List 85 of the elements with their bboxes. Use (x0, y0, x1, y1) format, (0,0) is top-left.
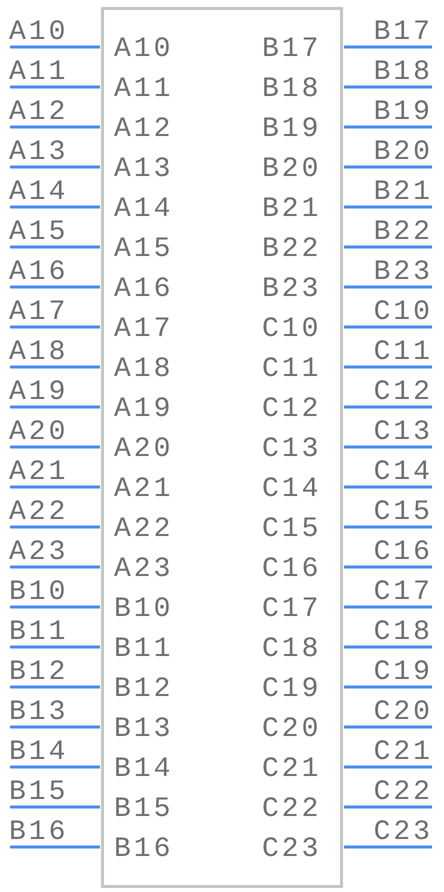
pin-name: C13 (262, 436, 322, 464)
pin-name: B11 (114, 636, 174, 664)
pin-name: C10 (262, 316, 322, 344)
pin-name: B23 (262, 276, 322, 304)
pin-number: B21 (374, 179, 433, 207)
pin-number: C20 (374, 699, 433, 727)
pin-number: B14 (9, 739, 68, 767)
pin-name: A11 (114, 76, 174, 104)
component-body (101, 7, 343, 888)
pin-number: B18 (374, 59, 433, 87)
pin-name: B18 (262, 76, 322, 104)
pin-name: A15 (114, 236, 174, 264)
pin-name: C15 (262, 516, 322, 544)
pin-name: A18 (114, 356, 174, 384)
pin-name: C20 (262, 716, 322, 744)
pin-number: C17 (374, 579, 433, 607)
pin-number: C13 (374, 419, 433, 447)
pin-number: A16 (9, 259, 68, 287)
pin-number: B16 (9, 819, 68, 847)
pin-name: A16 (114, 276, 174, 304)
pin-name: C21 (262, 756, 322, 784)
pin-number: C16 (374, 539, 433, 567)
pin-number: A13 (9, 139, 68, 167)
pin-name: B17 (262, 36, 322, 64)
pin-number: C11 (374, 339, 433, 367)
pin-number: A21 (9, 459, 68, 487)
pin-number: C15 (374, 499, 433, 527)
pin-number: B23 (374, 259, 433, 287)
pin-number: A20 (9, 419, 68, 447)
pin-name: B13 (114, 716, 174, 744)
pin-name: A13 (114, 156, 174, 184)
pin-name: A10 (114, 36, 174, 64)
pin-number: C21 (374, 739, 433, 767)
pin-number: A15 (9, 219, 68, 247)
pin-name: C14 (262, 476, 322, 504)
pin-number: B19 (374, 99, 433, 127)
pin-name: B16 (114, 836, 174, 864)
pin-number: C12 (374, 379, 433, 407)
pin-name: B15 (114, 796, 174, 824)
pin-number: A14 (9, 179, 68, 207)
pin-name: A17 (114, 316, 174, 344)
pin-name: A22 (114, 516, 174, 544)
pin-number: B10 (9, 579, 68, 607)
pin-name: C17 (262, 596, 322, 624)
pin-number: C19 (374, 659, 433, 687)
pin-number: B11 (9, 619, 68, 647)
pin-name: A20 (114, 436, 174, 464)
pin-number: A18 (9, 339, 68, 367)
pin-name: B10 (114, 596, 174, 624)
pin-number: A19 (9, 379, 68, 407)
pin-name: B14 (114, 756, 174, 784)
pin-number: A17 (9, 299, 68, 327)
pin-name: B21 (262, 196, 322, 224)
pin-number: C18 (374, 619, 433, 647)
pin-name: C18 (262, 636, 322, 664)
pin-name: C11 (262, 356, 322, 384)
pin-number: B20 (374, 139, 433, 167)
pin-number: B13 (9, 699, 68, 727)
pin-name: C23 (262, 836, 322, 864)
pin-number: A11 (9, 59, 68, 87)
pin-name: A21 (114, 476, 174, 504)
pin-name: C22 (262, 796, 322, 824)
pin-number: A10 (9, 19, 68, 47)
pin-name: C19 (262, 676, 322, 704)
pin-name: A14 (114, 196, 174, 224)
pin-number: C10 (374, 299, 433, 327)
pin-number: A22 (9, 499, 68, 527)
pin-name: B19 (262, 116, 322, 144)
pin-number: A23 (9, 539, 68, 567)
pin-name: C12 (262, 396, 322, 424)
pin-number: C23 (374, 819, 433, 847)
pin-name: A19 (114, 396, 174, 424)
pin-number: C22 (374, 779, 433, 807)
pin-name: B12 (114, 676, 174, 704)
pin-name: A12 (114, 116, 174, 144)
pin-number: B12 (9, 659, 68, 687)
pin-name: C16 (262, 556, 322, 584)
pin-number: B15 (9, 779, 68, 807)
pin-number: A12 (9, 99, 68, 127)
pin-name: B20 (262, 156, 322, 184)
pin-number: B17 (374, 19, 433, 47)
pin-number: B22 (374, 219, 433, 247)
pin-name: A23 (114, 556, 174, 584)
pin-number: C14 (374, 459, 433, 487)
pin-name: B22 (262, 236, 322, 264)
